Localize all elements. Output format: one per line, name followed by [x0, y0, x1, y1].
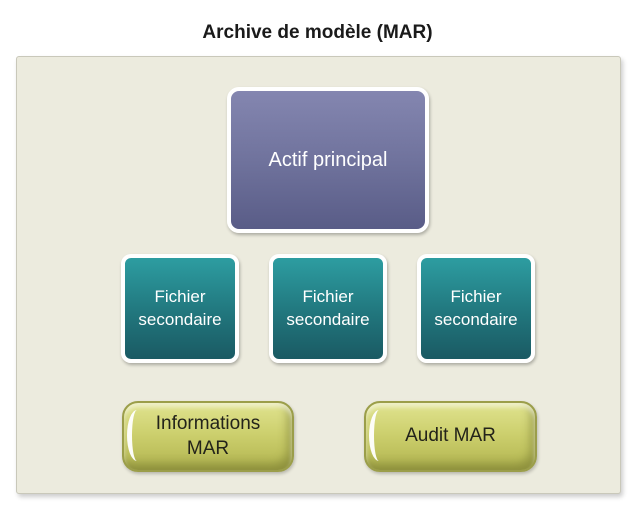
- primary-asset-box: Actif principal: [227, 87, 429, 233]
- informations-mar-label: Informations MAR: [155, 412, 261, 459]
- secondary-file-label: Fichier secondaire: [138, 286, 222, 329]
- secondary-file-box-3: Fichier secondaire: [417, 254, 535, 363]
- audit-mar-label: Audit MAR: [405, 425, 496, 447]
- secondary-file-box-2: Fichier secondaire: [269, 254, 387, 363]
- secondary-file-label: Fichier secondaire: [286, 286, 370, 329]
- informations-mar-button: Informations MAR: [122, 401, 294, 472]
- gloss-highlight: [369, 410, 389, 461]
- primary-asset-label: Actif principal: [268, 148, 388, 171]
- secondary-file-box-1: Fichier secondaire: [121, 254, 239, 363]
- audit-mar-button: Audit MAR: [364, 401, 537, 472]
- diagram-panel: Actif principal Fichier secondaire Fichi…: [16, 56, 621, 494]
- page-title: Archive de modèle (MAR): [202, 22, 433, 43]
- secondary-file-label: Fichier secondaire: [434, 286, 518, 329]
